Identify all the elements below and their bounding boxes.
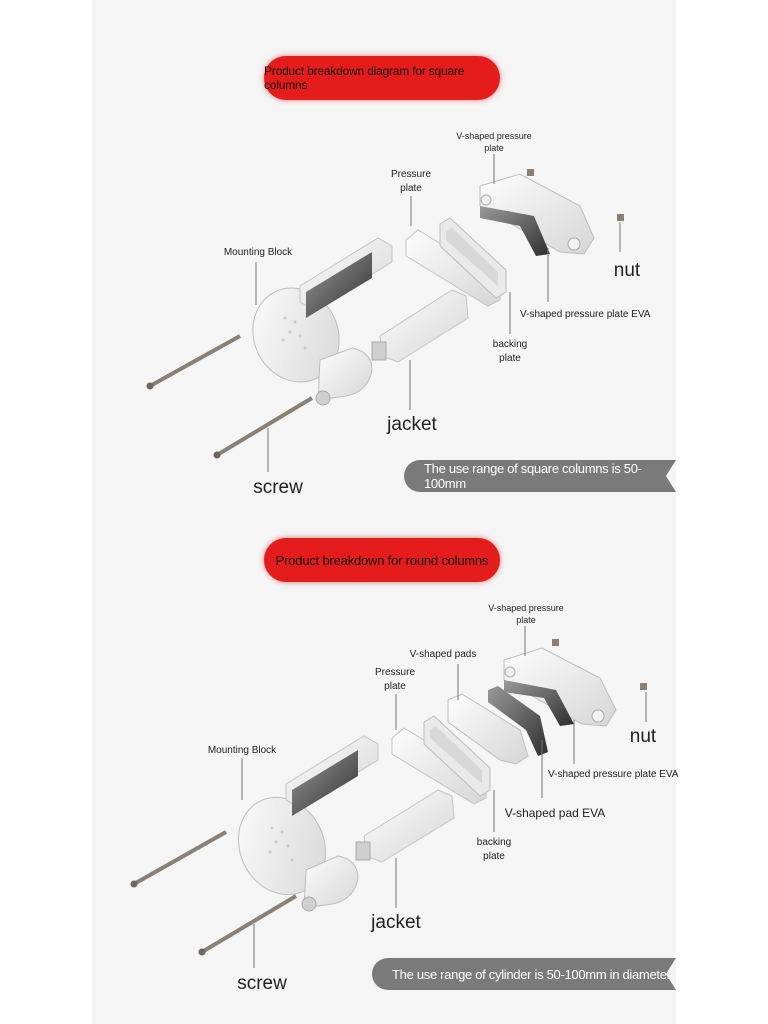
square-label-screw: screw — [253, 477, 303, 498]
round-nut-a — [552, 639, 559, 646]
round-backing-plate — [423, 715, 491, 797]
square-label-jacket: jacket — [387, 414, 437, 435]
round-parts — [130, 626, 647, 968]
square-label-v-pressure-plate: V-shaped pressure plate — [456, 131, 532, 153]
square-screw-lower — [213, 396, 314, 459]
square-backing-plate — [439, 217, 507, 299]
round-pressure-plate — [391, 727, 487, 805]
square-range-banner: The use range of square columns is 50-10… — [404, 460, 676, 492]
round-label-pressure-plate: Pressure plate — [374, 667, 415, 692]
round-screw-upper — [130, 830, 227, 888]
round-range-banner: The use range of cylinder is 50-100mm in… — [372, 958, 676, 990]
round-jacket-part — [355, 789, 455, 863]
round-upper-block — [285, 735, 379, 816]
square-pressure-plate — [405, 229, 501, 307]
round-title-pill: Product breakdown for round columns — [264, 538, 500, 582]
square-nut-a — [527, 169, 534, 176]
round-label-v-pad-eva: V-shaped pad EVA — [504, 806, 606, 820]
round-label-backing-plate: backing plate — [476, 837, 512, 862]
square-upper-block — [299, 237, 393, 318]
square-label-nut: nut — [613, 260, 641, 281]
round-label-jacket: jacket — [371, 912, 421, 933]
square-mounting-block — [252, 287, 373, 406]
round-v-pressure-plate — [503, 647, 617, 727]
round-leader-lines — [241, 626, 647, 968]
square-title-pill: Product breakdown diagram for square col… — [264, 56, 500, 100]
square-label-mounting-block: Mounting Block — [223, 247, 293, 258]
square-v-pressure-plate — [479, 173, 595, 256]
round-label-v-plate-eva: V-shaped pressure plate EVA — [548, 769, 679, 780]
round-label-screw: screw — [237, 973, 287, 994]
square-parts — [146, 154, 624, 472]
round-mounting-block — [237, 796, 359, 912]
round-v-pads — [447, 686, 548, 765]
round-label-nut: nut — [629, 726, 657, 747]
square-label-backing-plate: backing plate — [492, 339, 528, 364]
square-screw-upper — [146, 334, 241, 390]
round-screw-lower — [198, 894, 298, 956]
square-label-v-plate-eva: V-shaped pressure plate EVA — [520, 309, 651, 320]
square-nut-b — [617, 214, 624, 221]
round-label-mounting-block: Mounting Block — [207, 745, 277, 756]
square-jacket-part — [371, 289, 469, 363]
round-nut-b — [640, 683, 647, 690]
square-label-pressure-plate: Pressure plate — [390, 169, 431, 194]
square-leader-lines — [255, 154, 621, 472]
round-label-v-pressure-plate: V-shaped pressure plate — [488, 603, 564, 625]
round-label-v-pads: V-shaped pads — [409, 649, 477, 660]
